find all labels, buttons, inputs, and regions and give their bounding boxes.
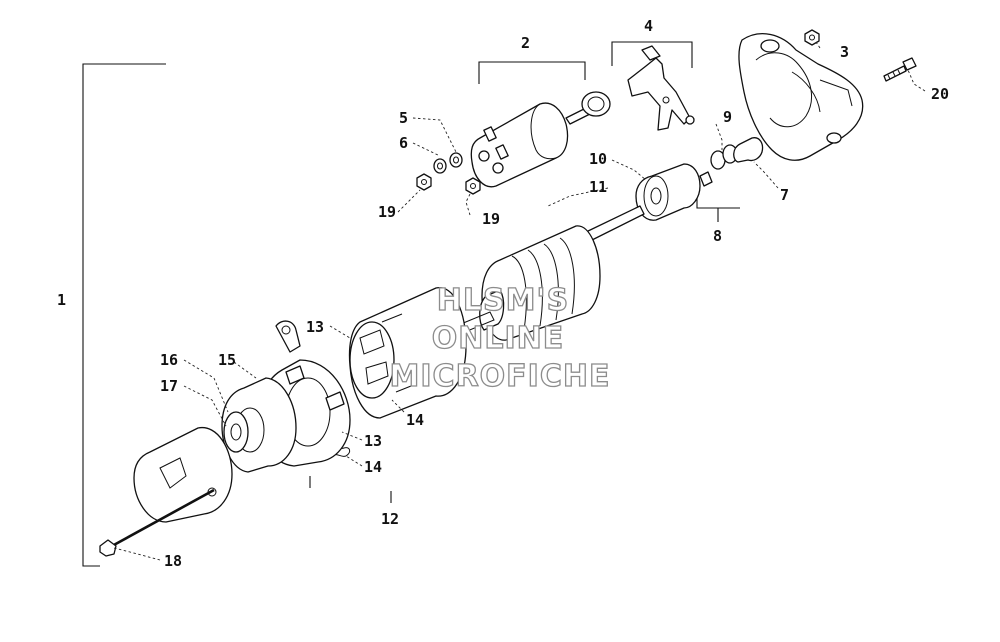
callout-13-lower: 13	[364, 432, 382, 450]
nut-part-19-right	[465, 177, 481, 195]
lever-bracket	[611, 41, 693, 68]
shift-lever	[627, 45, 695, 131]
assembly-bracket	[82, 63, 166, 567]
callout-2: 2	[521, 34, 530, 52]
end-cover	[133, 427, 233, 523]
washer-part-6	[433, 158, 447, 174]
callout-20: 20	[931, 85, 949, 103]
nut-part-19-left	[416, 173, 432, 191]
leader-lines	[113, 41, 926, 561]
ring-part-9	[710, 144, 738, 170]
drive-housing	[738, 33, 864, 161]
callout-3: 3	[840, 43, 849, 61]
callout-14-lower: 14	[364, 458, 382, 476]
overrunning-clutch	[635, 163, 713, 221]
callout-19-right: 19	[482, 210, 500, 228]
callout-13-upper: 13	[306, 318, 324, 336]
bolt-part-20	[883, 57, 917, 82]
callout-labels: 1 2 3 4 5 6 7 8 9 10 11 12 13 14 13 14 1…	[57, 17, 949, 570]
callout-1: 1	[57, 291, 66, 309]
watermark-line-1: HLSM'S	[437, 283, 569, 318]
callout-9: 9	[723, 108, 732, 126]
callout-12: 12	[381, 510, 399, 528]
through-bolt-part-18	[99, 488, 215, 557]
yoke-field-frame	[348, 287, 467, 419]
callout-8: 8	[713, 227, 722, 245]
armature	[455, 205, 645, 341]
callout-18: 18	[164, 552, 182, 570]
solenoid-switch	[470, 91, 611, 188]
watermark-line-2: ONLINE	[432, 321, 565, 356]
watermark: HLSM'S ONLINE MICROFICHE	[389, 282, 611, 394]
callout-16: 16	[160, 351, 178, 369]
washer-part-5	[449, 152, 463, 168]
nut-part-3	[804, 29, 820, 46]
solenoid-bracket	[478, 61, 586, 84]
callout-4: 4	[644, 17, 653, 35]
plate-part-16-17	[223, 411, 249, 453]
watermark-line-3: MICROFICHE	[390, 359, 611, 394]
callout-15: 15	[218, 351, 236, 369]
callout-6: 6	[399, 134, 408, 152]
callout-10: 10	[589, 150, 607, 168]
callout-11: 11	[589, 178, 607, 196]
callout-5: 5	[399, 109, 408, 127]
callout-17: 17	[160, 377, 178, 395]
clutch-bracket	[696, 196, 740, 209]
callout-14-upper: 14	[406, 411, 424, 429]
callout-7: 7	[780, 186, 789, 204]
callout-19-left: 19	[378, 203, 396, 221]
stopper-part-7	[733, 137, 764, 163]
